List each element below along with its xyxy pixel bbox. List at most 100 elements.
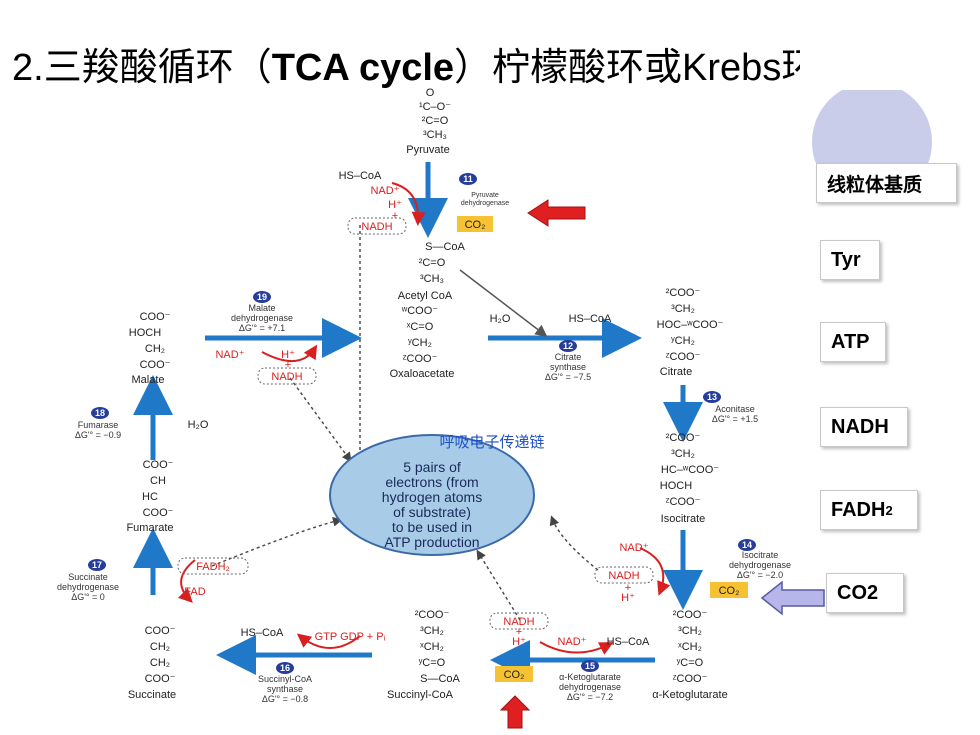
plus-label: + <box>625 582 631 594</box>
side-label-co2: CO2 <box>826 573 904 613</box>
side-label-tyr: Tyr <box>820 240 880 280</box>
succinate-label: Succinate <box>128 689 176 701</box>
gtp-gdp-label: GTP GDP + Pᵢ <box>315 631 386 643</box>
nadh-label: NADH <box>503 616 534 628</box>
co2-release-arrow-red <box>527 199 586 227</box>
enzyme-number: 12 <box>563 341 573 351</box>
nad-label: NAD⁺ <box>619 542 648 554</box>
isocitrate-structure: ᶻCOO⁻ <box>666 496 701 508</box>
plus-label: + <box>285 359 291 371</box>
isocitrate-structure: HC–ʷCOO⁻ <box>661 464 719 476</box>
fumarate-structure: HC <box>142 491 158 503</box>
plus-label: + <box>392 210 398 222</box>
enzyme-label: ΔG'° = +1.5 <box>712 414 758 424</box>
enzyme-label: Aconitase <box>715 404 755 414</box>
pyruvate-label: Pyruvate <box>406 144 449 156</box>
akg-structure: ˣCH₂ <box>678 641 702 653</box>
isocitrate-structure: ²COO⁻ <box>666 432 701 444</box>
slide-title: 2.三羧酸循环（TCA cycle）柠檬酸环或Krebs环 <box>12 47 820 89</box>
enzyme-number: 16 <box>280 663 290 673</box>
tca-cycle-diagram: 5 pairs of electrons (from hydrogen atom… <box>57 87 791 729</box>
nad-label: NAD⁺ <box>557 636 586 648</box>
center-line: electrons (from <box>385 474 478 490</box>
enzyme-label: ΔG'° = 0 <box>71 592 105 602</box>
succinate-structure: COO⁻ <box>145 673 176 685</box>
succinate-structure: CH₂ <box>150 641 170 653</box>
acetyl-structure: ³CH₃ <box>420 273 444 285</box>
fumarate-structure: COO⁻ <box>143 459 174 471</box>
malate-structure: COO⁻ <box>140 359 171 371</box>
respiratory-chain-label: 呼吸电子传递链 <box>439 433 544 451</box>
akg-label: α-Ketoglutarate <box>652 689 727 701</box>
co2-label: CO₂ <box>719 585 740 597</box>
enzyme-badges: 11 12 13 14 15 16 17 18 19 <box>88 173 756 674</box>
citrate-label: Citrate <box>660 366 692 378</box>
enzyme-number: 15 <box>585 661 595 671</box>
acetyl-structure: ²C=O <box>419 257 446 269</box>
enzyme-label: synthase <box>550 362 586 372</box>
enzyme-label: ΔG'° = −7.5 <box>545 372 591 382</box>
cofactor-labels: HS–CoA NAD⁺ H⁺ + NADH CO₂ H₂O HS–CoA NAD… <box>177 170 748 682</box>
co2-label: CO₂ <box>465 219 486 231</box>
fadh2-label: FADH₂ <box>196 561 230 573</box>
nadh-label: NADH <box>608 570 639 582</box>
pyruvate-structure: O <box>426 87 435 99</box>
enzyme-label: ΔG'° = −0.9 <box>75 430 121 440</box>
oxaloacetate-structure: ˣC=O <box>407 321 434 333</box>
enzyme-label: α-Ketoglutarate <box>559 672 621 682</box>
enzyme-number: 11 <box>463 174 473 184</box>
malate-structure: CH₂ <box>145 343 165 355</box>
h-label: H⁺ <box>621 592 635 604</box>
fumarate-structure: CH <box>150 475 166 487</box>
side-label-atp: ATP <box>820 322 886 362</box>
enzyme-labels: Pyruvate dehydrogenase Citrate synthase … <box>57 192 791 704</box>
enzyme-label: Pyruvate <box>471 192 499 199</box>
akg-structure: ʸC=O <box>676 657 704 669</box>
akg-structure: ³CH₂ <box>678 625 702 637</box>
hs-coa-label: HS–CoA <box>339 170 382 182</box>
cycle-arrows <box>133 162 703 680</box>
enzyme-number: 18 <box>95 408 105 418</box>
co2-label: CO₂ <box>504 669 525 681</box>
enzyme-number: 14 <box>742 540 752 550</box>
enzyme-number: 19 <box>257 292 267 302</box>
h2o-label: H₂O <box>188 419 209 431</box>
nadh-label: NADH <box>271 371 302 383</box>
acetyl-structure: S—CoA <box>425 241 465 253</box>
center-line: hydrogen atoms <box>382 489 482 505</box>
nad-label: NAD⁺ <box>370 185 399 197</box>
plus-label: + <box>516 626 522 638</box>
enzyme-label: Succinyl-CoA <box>258 674 312 684</box>
enzyme-label: Isocitrate <box>742 550 779 560</box>
h-label: H⁺ <box>281 349 295 361</box>
h2o-label: H₂O <box>490 313 511 325</box>
molecule-structures: O ¹C–O⁻ ²C=O ³CH₃ Pyruvate S—CoA ²C=O ³C… <box>126 87 727 701</box>
malate-structure: COO⁻ <box>140 311 171 323</box>
co2-release-arrow-red-bottom <box>499 695 531 729</box>
pyruvate-structure: ²C=O <box>422 115 449 127</box>
enzyme-label: dehydrogenase <box>231 313 293 323</box>
enzyme-label: dehydrogenase <box>461 200 509 207</box>
side-label-nadh: NADH <box>820 407 908 447</box>
enzyme-label: dehydrogenase <box>559 682 621 692</box>
nad-label: NAD⁺ <box>215 349 244 361</box>
fumarate-structure: COO⁻ <box>143 507 174 519</box>
h-label: H⁺ <box>388 199 402 211</box>
enzyme-label: ΔG'° = −0.8 <box>262 694 308 704</box>
enzyme-label: Fumarase <box>78 420 119 430</box>
succinylcoa-label: Succinyl-CoA <box>387 689 454 701</box>
co2-pointer-arrow <box>760 580 825 616</box>
enzyme-label: ΔG'° = −7.2 <box>567 692 613 702</box>
fad-label: FAD <box>184 586 205 598</box>
malate-structure: HOCH <box>129 327 161 339</box>
succinate-structure: COO⁻ <box>145 625 176 637</box>
isocitrate-structure: ³CH₂ <box>671 448 695 460</box>
citrate-structure: ᶻCOO⁻ <box>666 351 701 363</box>
electron-flow-lines <box>211 225 599 621</box>
citrate-structure: ³CH₂ <box>671 303 695 315</box>
succinylcoa-structure: ˣCH₂ <box>420 641 444 653</box>
hs-coa-label: HS–CoA <box>241 627 284 639</box>
oxaloacetate-label: Oxaloacetate <box>390 368 455 380</box>
citrate-structure: ʸCH₂ <box>670 335 695 347</box>
